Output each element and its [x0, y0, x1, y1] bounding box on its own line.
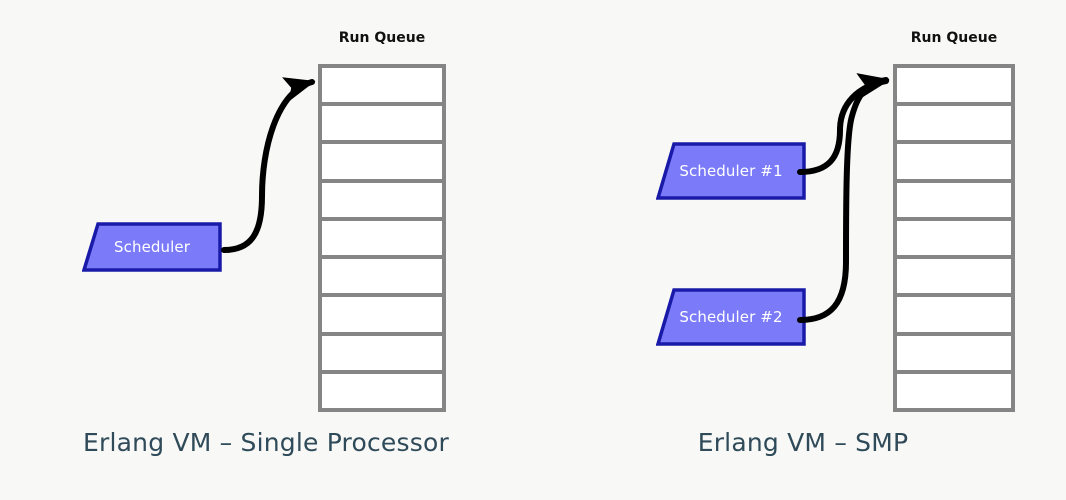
run-queue-cell: [893, 216, 1015, 260]
run-queue-cell: [893, 331, 1015, 374]
run-queue-cell: [318, 216, 446, 260]
run-queue-cell: [318, 293, 446, 336]
run-queue-cell: [318, 102, 446, 145]
trapezoid-shape: [656, 288, 806, 346]
scheduler-node[interactable]: Scheduler: [82, 222, 222, 272]
panel-smp: Run Queue Scheduler #1 Scheduler #2 Erla…: [533, 0, 1066, 500]
run-queue-cell: [318, 255, 446, 298]
run-queue-cell: [318, 331, 446, 374]
panel-caption: Erlang VM – Single Processor: [83, 428, 449, 457]
run-queue-cell: [318, 178, 446, 221]
run-queue-cell: [318, 369, 446, 412]
run-queue-cell: [893, 369, 1015, 412]
scheduler-node[interactable]: Scheduler #1: [656, 142, 806, 200]
panel-single-processor: Run Queue Scheduler Erlang VM – Single P…: [82, 30, 449, 457]
trapezoid-shape: [82, 222, 222, 272]
scheduler-node[interactable]: Scheduler #2: [656, 288, 806, 346]
run-queue-label: Run Queue: [338, 30, 426, 46]
run-queue: [318, 64, 446, 412]
run-queue-cell: [893, 178, 1015, 221]
run-queue-cell: [893, 293, 1015, 336]
scheduler-label: Scheduler #1: [679, 162, 783, 180]
scheduler-label: Scheduler: [114, 238, 190, 256]
run-queue-cell: [893, 102, 1015, 145]
run-queue-cell: [893, 255, 1015, 298]
run-queue-cell: [893, 140, 1015, 183]
run-queue-cell: [318, 64, 446, 107]
run-queue-cell: [893, 64, 1015, 107]
scheduler-label: Scheduler #2: [679, 308, 783, 326]
run-queue-cell: [318, 140, 446, 183]
run-queue-label: Run Queue: [910, 30, 998, 46]
panel-caption: Erlang VM – SMP: [697, 428, 909, 457]
run-queue: [893, 64, 1015, 412]
